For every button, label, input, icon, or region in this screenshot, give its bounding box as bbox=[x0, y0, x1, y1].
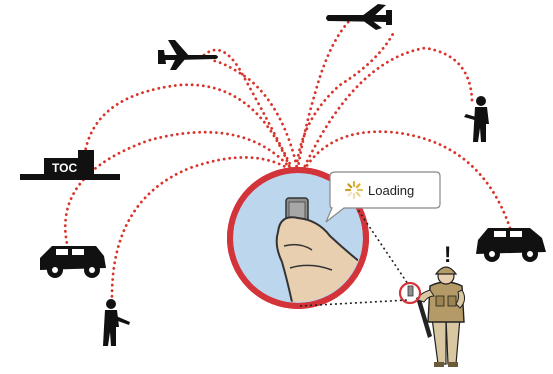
soldier-bottom-left-node bbox=[103, 299, 130, 346]
uav-left-node bbox=[158, 40, 218, 70]
operator-node: ! bbox=[400, 242, 465, 367]
soldier-top-right-node bbox=[464, 96, 489, 142]
alert-mark: ! bbox=[444, 242, 451, 267]
humvee-icon bbox=[40, 246, 106, 278]
soldier-with-device-icon bbox=[400, 267, 465, 367]
drone-icon bbox=[326, 4, 392, 30]
loading-label: Loading bbox=[368, 183, 414, 198]
uav-right-node bbox=[326, 4, 392, 30]
link-uav-right bbox=[298, 18, 352, 168]
humvee-left-node bbox=[40, 246, 106, 278]
drone-icon bbox=[158, 40, 218, 70]
link-uav-left bbox=[204, 50, 292, 168]
humvee-icon bbox=[476, 228, 546, 262]
soldier-icon bbox=[103, 299, 130, 346]
toc-label: TOC bbox=[52, 161, 77, 175]
link-center-a bbox=[296, 30, 395, 172]
humvee-right-node bbox=[476, 228, 546, 262]
link-soldier-top-right bbox=[304, 48, 472, 168]
soldier-icon bbox=[464, 96, 489, 142]
toc-node: TOC bbox=[20, 150, 120, 180]
